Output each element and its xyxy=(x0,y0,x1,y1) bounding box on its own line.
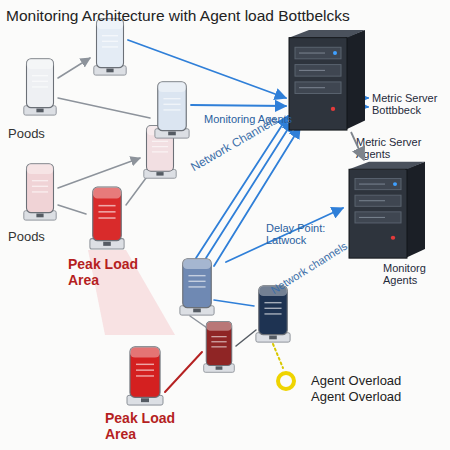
link-line xyxy=(236,330,256,346)
link-line xyxy=(58,58,90,78)
server-icon xyxy=(349,162,425,258)
diagram-title: Monitoring Architecture with Agent load … xyxy=(6,7,446,24)
server-icon xyxy=(289,30,365,130)
node-shape xyxy=(275,370,297,392)
link-line xyxy=(126,178,146,205)
node-shape xyxy=(22,160,58,222)
pod-node: Poods xyxy=(22,55,58,117)
alert-ring xyxy=(278,373,294,389)
pod-icon xyxy=(24,164,56,220)
node-shape xyxy=(125,343,165,407)
node-label: Peak Load Area xyxy=(68,257,150,288)
node-label: Agent Overload xyxy=(311,390,421,405)
pod-icon xyxy=(155,82,189,138)
node-shape xyxy=(22,55,58,117)
link-line xyxy=(58,205,86,214)
alert-circle: Agent OverloadAgent Overload xyxy=(275,370,297,392)
node-label: Poods xyxy=(8,127,78,142)
node-label: Peak Load Area xyxy=(105,411,187,442)
server-node: Monitorg Agents xyxy=(345,160,429,260)
node-label: Metric Server Agents xyxy=(356,136,438,161)
node-label: Poods xyxy=(8,230,78,245)
node-shape xyxy=(285,28,369,132)
pod-icon xyxy=(180,259,214,315)
network-line xyxy=(214,300,254,306)
node-label: Monitorg Agents xyxy=(383,262,439,287)
annotation-label: Delay Point: Latwock xyxy=(266,222,338,247)
node-shape xyxy=(345,160,429,260)
pod-icon xyxy=(24,59,56,115)
pod-icon xyxy=(90,187,124,249)
overload-line xyxy=(165,352,202,392)
annotation-label: Monitoring Agents xyxy=(204,113,304,125)
network-line xyxy=(128,40,286,98)
leader-line xyxy=(273,344,283,368)
connector-arrow xyxy=(351,132,364,160)
server-node: Metric Server BottbbeckMetric Server Age… xyxy=(285,28,369,132)
pod-icon xyxy=(94,19,126,75)
pod-node: Poods xyxy=(22,160,58,222)
link-line xyxy=(58,158,140,188)
node-label: Agent Overload xyxy=(311,374,421,389)
pod-icon xyxy=(127,347,163,405)
node-shape xyxy=(88,183,126,251)
pod-node: Peak Load Area xyxy=(88,183,126,251)
pod-icon xyxy=(204,321,235,372)
network-line xyxy=(191,105,286,106)
link-line xyxy=(58,98,150,118)
pod-node: Peak Load Area xyxy=(125,343,165,407)
node-label: Metric Server Bottbbeck xyxy=(372,92,448,117)
